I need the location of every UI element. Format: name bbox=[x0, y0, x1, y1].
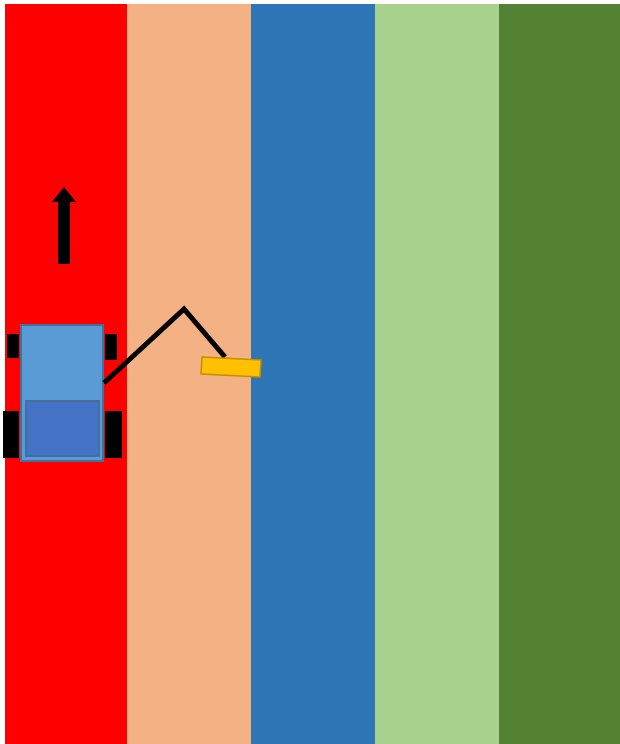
wheel-rear-left bbox=[3, 411, 19, 458]
stripe-blue bbox=[251, 4, 376, 744]
stripe-light-green bbox=[375, 4, 500, 744]
tool-head bbox=[201, 357, 261, 377]
wheel-front-left bbox=[7, 334, 19, 358]
stripe-dark-green bbox=[499, 4, 620, 744]
arrow-up-icon-shaft bbox=[58, 200, 70, 264]
vehicle-cab bbox=[26, 401, 99, 456]
wheel-rear-right bbox=[105, 411, 122, 458]
wheel-front-right bbox=[105, 334, 117, 360]
